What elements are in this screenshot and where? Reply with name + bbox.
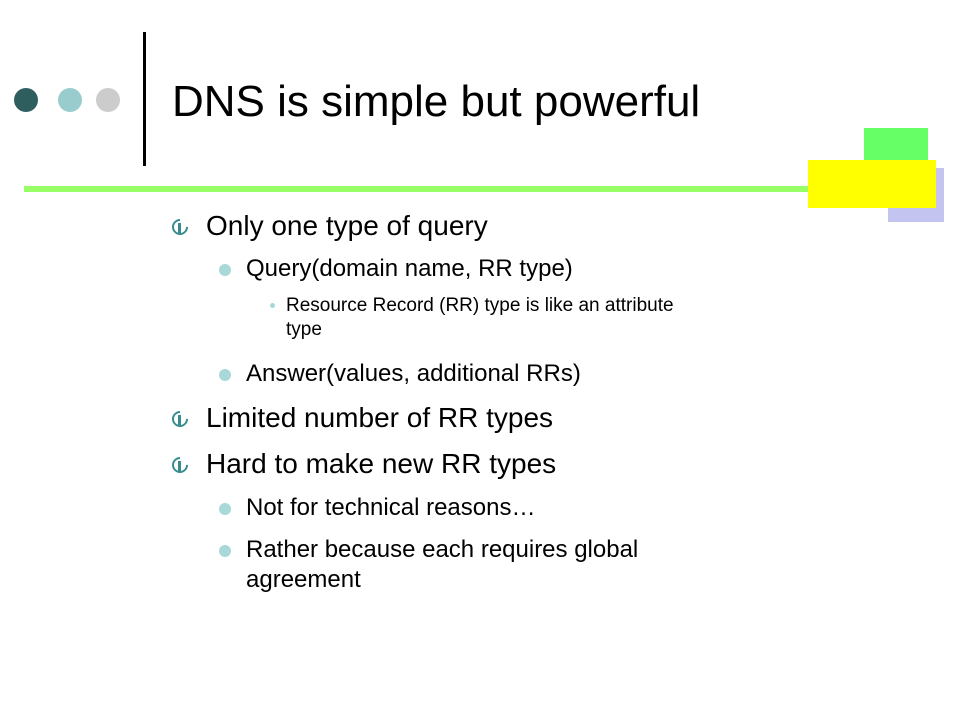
bullet-line: Resource Record (RR) type is like an att… xyxy=(286,295,674,316)
bullet-level-2: Answer(values, additional RRs) xyxy=(219,360,581,387)
bullet-level-2: Rather because each requires global agre… xyxy=(218,535,639,595)
bullet-line: type xyxy=(286,319,322,340)
decorative-dot-gray xyxy=(96,88,120,112)
bullet-level-3: Resource Record (RR) type is like an att… xyxy=(270,294,674,342)
bullet-level-2: Query(domain name, RR type) xyxy=(219,255,573,282)
slide-title: DNS is simple but powerful xyxy=(172,77,701,126)
bullet-level-1: Only one type of query xyxy=(178,210,488,241)
decorative-dot-dark xyxy=(14,88,38,112)
decorative-square-yellow xyxy=(808,160,936,208)
bullet-level-1: Limited number of RR types xyxy=(177,402,554,433)
title-underline xyxy=(24,186,904,192)
decorative-dot-light xyxy=(58,88,82,112)
bullet-line: Rather because each requires global xyxy=(246,536,639,563)
bullet-level-1: Hard to make new RR types xyxy=(177,448,557,479)
bullet-line: agreement xyxy=(246,566,361,593)
bullet-level-2: Not for technical reasons… xyxy=(218,494,536,521)
title-divider xyxy=(143,32,146,166)
